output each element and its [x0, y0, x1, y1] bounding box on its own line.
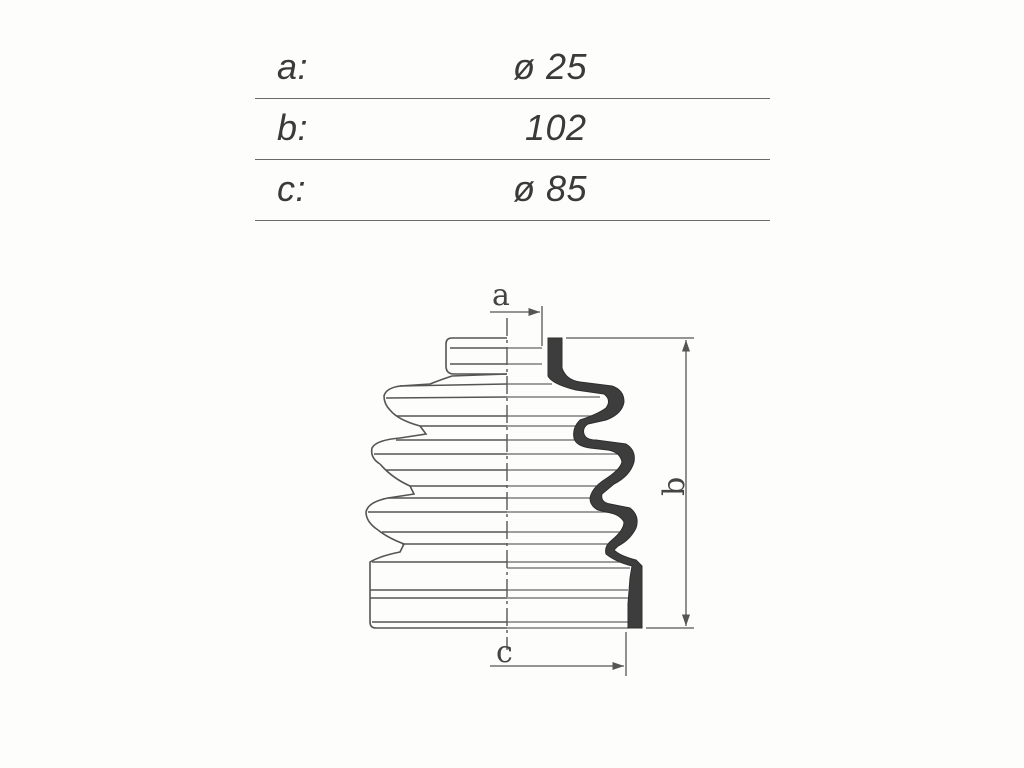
boot-convolution-3	[369, 529, 406, 598]
dimension-label-a: a	[492, 278, 510, 313]
spec-row-a: a: ø 25	[255, 38, 770, 99]
spec-row-b: b: 102	[255, 99, 770, 160]
dimension-label-b: b	[657, 477, 692, 496]
dimension-b	[566, 337, 694, 629]
spec-key-a: a:	[277, 46, 309, 87]
boot-large-band	[369, 598, 507, 629]
dimension-c	[490, 632, 627, 676]
boot-convolution-2	[365, 463, 416, 531]
dimension-a	[490, 306, 543, 346]
spec-value-b: 102	[525, 107, 587, 148]
spec-value-c: ø 85	[513, 168, 588, 209]
boot-section-view	[507, 337, 643, 629]
boot-convolution-1	[370, 409, 428, 465]
spec-row-c: c: ø 85	[255, 160, 770, 221]
boot-wall-profile	[547, 337, 643, 629]
spec-key-c: c:	[277, 168, 307, 209]
boot-collar	[445, 337, 507, 375]
dimension-label-c: c	[496, 635, 513, 670]
boot-outer-view	[365, 337, 508, 629]
spec-table: a: ø 25 b: 102 c: ø 85	[255, 38, 770, 221]
spec-value-a: ø 25	[513, 46, 588, 87]
spec-key-b: b:	[277, 107, 309, 148]
